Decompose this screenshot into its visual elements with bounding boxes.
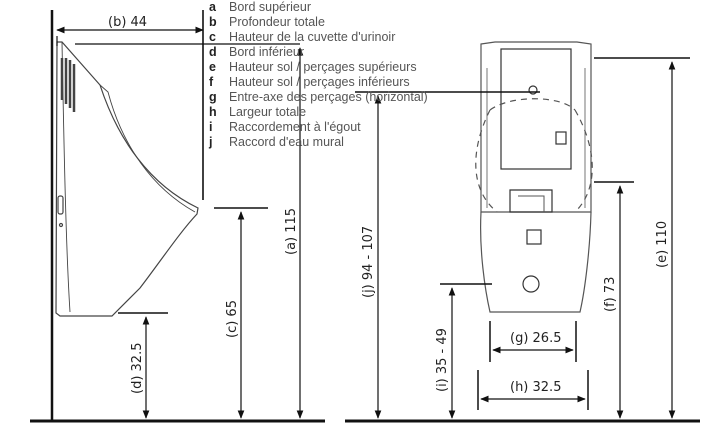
- legend-key-c: c: [209, 30, 216, 44]
- legend-text-h: Largeur totale: [229, 105, 306, 119]
- legend-text-c: Hauteur de la cuvette d'urinoir: [229, 30, 395, 44]
- legend-key-d: d: [209, 45, 217, 59]
- dim-j-label: (j) 94 - 107: [361, 226, 376, 298]
- legend-text-i: Raccordement à l'égout: [229, 120, 361, 134]
- legend-text-j: Raccord d'eau mural: [229, 135, 344, 149]
- legend-text-g: Entre-axe des perçages (horizontal): [229, 90, 428, 104]
- legend-key-i: i: [209, 120, 212, 134]
- legend-key-f: f: [209, 75, 214, 89]
- dim-f-label: (f) 73: [603, 277, 618, 312]
- legend-key-h: h: [209, 105, 217, 119]
- dim-c-label: (c) 65: [225, 300, 240, 338]
- legend-key-a: a: [209, 0, 217, 14]
- legend-key-e: e: [209, 60, 216, 74]
- urinal-side-view: [55, 41, 199, 317]
- dim-b-label: (b) 44: [108, 15, 147, 30]
- legend-key-j: j: [208, 135, 212, 149]
- urinal-front-view: [475, 41, 593, 313]
- legend-text-a: Bord supérieur: [229, 0, 311, 14]
- dim-h-label: (h) 32.5: [510, 380, 561, 395]
- dim-d-label: (d) 32.5: [130, 343, 145, 394]
- legend-key-b: b: [209, 15, 217, 29]
- legend-text-d: Bord inférieur: [229, 45, 304, 59]
- legend-text-e: Hauteur sol / perçages supérieurs: [229, 60, 417, 74]
- legend-text-b: Profondeur totale: [229, 15, 325, 29]
- legend-key-g: g: [209, 90, 217, 104]
- dim-i-label: (i) 35 - 49: [435, 328, 450, 392]
- dim-g-label: (g) 26.5: [510, 331, 561, 346]
- legend: a Bord supérieur b Profondeur totale c H…: [208, 0, 428, 149]
- dim-a-label: (a) 115: [284, 208, 299, 255]
- legend-text-f: Hauteur sol / perçages inférieurs: [229, 75, 410, 89]
- dim-e-label: (e) 110: [655, 221, 670, 268]
